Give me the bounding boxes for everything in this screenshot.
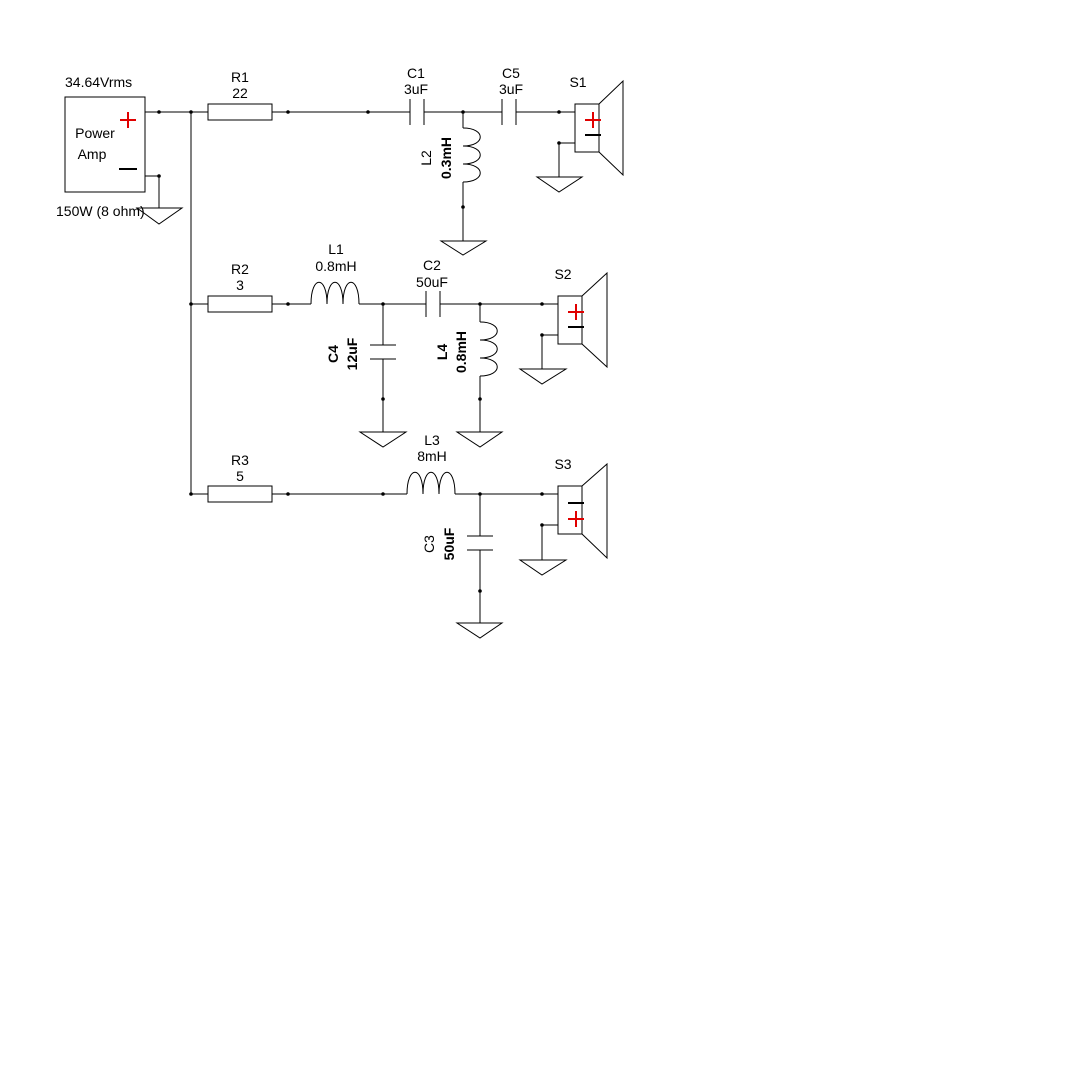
capacitor-c2 [425, 291, 441, 317]
speaker-s1 [557, 79, 624, 177]
amp-label-line2: Amp [78, 146, 107, 162]
s3-ref-label: S3 [554, 456, 571, 472]
l1-value-label: 0.8mH [315, 258, 356, 274]
power-amp-box [64, 96, 146, 193]
amp-ground-symbol [135, 207, 184, 225]
resistor-r1 [207, 103, 273, 121]
amp-rating-label: 150W (8 ohm) [56, 203, 145, 219]
c2-value-label: 50uF [416, 274, 448, 290]
c4-ref-label: C4 [325, 345, 341, 363]
s3-ground-symbol [518, 559, 568, 576]
c2-ref-label: C2 [423, 257, 441, 273]
c1-ref-label: C1 [407, 65, 425, 81]
capacitor-c3 [467, 494, 493, 623]
l4-ref-label: L4 [434, 344, 450, 361]
s1-ground-symbol [535, 176, 584, 193]
l3-value-label: 8mH [417, 448, 447, 464]
resistor-r3 [207, 485, 273, 503]
c5-ref-label: C5 [502, 65, 520, 81]
r2-value-label: 3 [236, 277, 244, 293]
l2-ref-label: L2 [418, 150, 434, 166]
l4-ground-symbol [455, 431, 504, 448]
c3-value-label: 50uF [441, 527, 457, 560]
resistor-r2 [207, 295, 273, 313]
r3-ref-label: R3 [231, 452, 249, 468]
l4-value-label: 0.8mH [453, 331, 469, 373]
amp-voltage-label: 34.64Vrms [65, 74, 132, 90]
capacitor-c4 [370, 304, 396, 432]
main-bus-wire [145, 110, 208, 496]
speaker-s3 [540, 462, 608, 560]
speaker-s2 [540, 271, 608, 369]
c1-value-label: 3uF [404, 81, 428, 97]
amp-label-line1: Power [75, 125, 115, 141]
c3-ground-symbol [455, 622, 504, 639]
c5-value-label: 3uF [499, 81, 523, 97]
l2-ground-symbol [439, 240, 488, 256]
c4-ground-symbol [358, 431, 408, 448]
c4-value-label: 12uF [344, 337, 360, 370]
s1-ref-label: S1 [569, 74, 586, 90]
power-amp [64, 96, 146, 193]
branch1-wire [272, 110, 575, 114]
capacitor-c1 [409, 99, 425, 125]
branch2-wire [272, 302, 558, 306]
s2-ref-label: S2 [554, 266, 571, 282]
r1-value-label: 22 [232, 85, 248, 101]
l2-value-label: 0.3mH [438, 137, 454, 179]
inductor-l3 [406, 472, 456, 495]
inductor-l4 [478, 304, 498, 432]
c3-ref-label: C3 [421, 535, 437, 553]
l1-ref-label: L1 [328, 241, 344, 257]
branch3-wire [272, 492, 558, 496]
r1-ref-label: R1 [231, 69, 249, 85]
l3-ref-label: L3 [424, 432, 440, 448]
amp-ground-wire [145, 174, 161, 208]
r2-ref-label: R2 [231, 261, 249, 277]
inductor-l1 [310, 282, 360, 305]
s2-ground-symbol [518, 368, 568, 385]
capacitor-c5 [501, 99, 517, 125]
inductor-l2 [461, 112, 481, 241]
r3-value-label: 5 [236, 468, 244, 484]
